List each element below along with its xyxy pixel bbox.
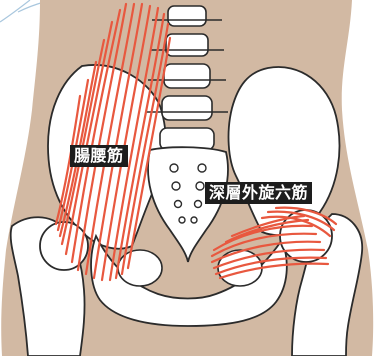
iliopsoas-label: 腸腰筋 (70, 145, 128, 167)
corner-arcs (0, 0, 44, 22)
deep-external-rotators-label: 深層外旋六筋 (205, 182, 312, 204)
